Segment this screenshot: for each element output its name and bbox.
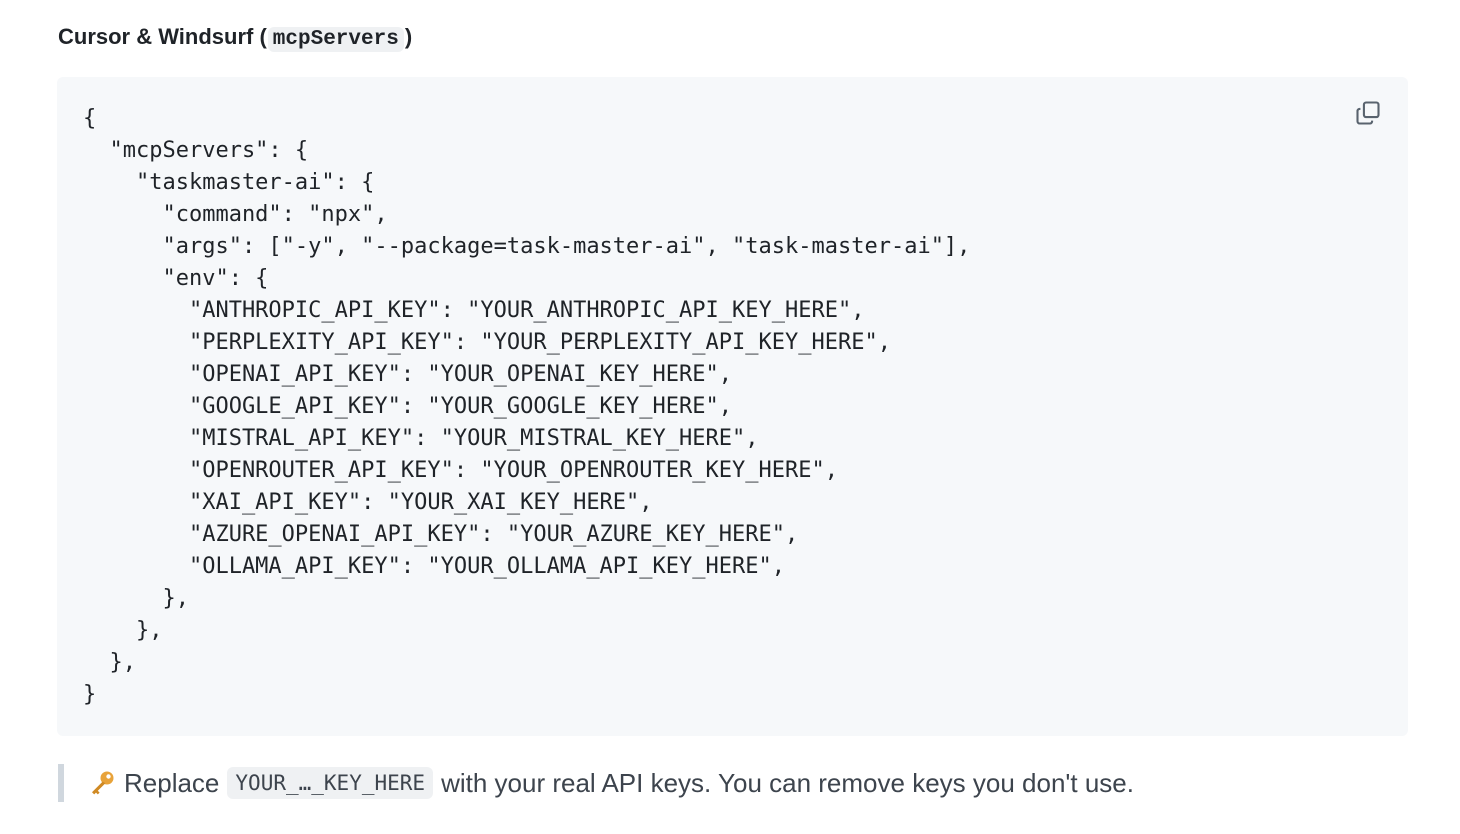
section-heading: Cursor & Windsurf (mcpServers) (58, 20, 412, 57)
code-line: "AZURE_OPENAI_API_KEY": "YOUR_AZURE_KEY_… (83, 522, 799, 547)
code-line: "command": "npx", (83, 202, 388, 227)
code-line: { (83, 106, 97, 131)
heading-text-end: ) (404, 24, 413, 49)
code-line: "taskmaster-ai": { (83, 170, 375, 195)
note-inline-code: YOUR_…_KEY_HERE (227, 767, 434, 799)
code-line: "env": { (83, 266, 269, 291)
copy-icon (1356, 101, 1380, 125)
heading-text: Cursor & Windsurf ( (58, 24, 267, 49)
key-icon (92, 771, 114, 795)
code-line: "OPENAI_API_KEY": "YOUR_OPENAI_KEY_HERE"… (83, 362, 733, 387)
code-line: } (83, 682, 97, 707)
code-line: "args": ["-y", "--package=task-master-ai… (83, 234, 971, 259)
code-line: }, (83, 618, 163, 643)
code-line: }, (83, 650, 136, 675)
code-line: "GOOGLE_API_KEY": "YOUR_GOOGLE_KEY_HERE"… (83, 394, 733, 419)
code-line: "XAI_API_KEY": "YOUR_XAI_KEY_HERE", (83, 490, 653, 515)
code-line: "OPENROUTER_API_KEY": "YOUR_OPENROUTER_K… (83, 458, 838, 483)
note-text: Replace (124, 767, 220, 798)
code-line: "mcpServers": { (83, 138, 309, 163)
code-block: { "mcpServers": { "taskmaster-ai": { "co… (57, 77, 1408, 736)
code-line: "MISTRAL_API_KEY": "YOUR_MISTRAL_KEY_HER… (83, 426, 759, 451)
code-line: }, (83, 586, 189, 611)
code-line: "PERPLEXITY_API_KEY": "YOUR_PERPLEXITY_A… (83, 330, 891, 355)
blockquote-note: Replace YOUR_…_KEY_HERE with your real A… (58, 764, 1134, 802)
copy-button[interactable] (1352, 97, 1384, 129)
code-content: { "mcpServers": { "taskmaster-ai": { "co… (83, 103, 970, 711)
code-line: "ANTHROPIC_API_KEY": "YOUR_ANTHROPIC_API… (83, 298, 865, 323)
heading-inline-code: mcpServers (267, 27, 404, 52)
code-line: "OLLAMA_API_KEY": "YOUR_OLLAMA_API_KEY_H… (83, 554, 785, 579)
note-text-end: with your real API keys. You can remove … (441, 767, 1134, 798)
